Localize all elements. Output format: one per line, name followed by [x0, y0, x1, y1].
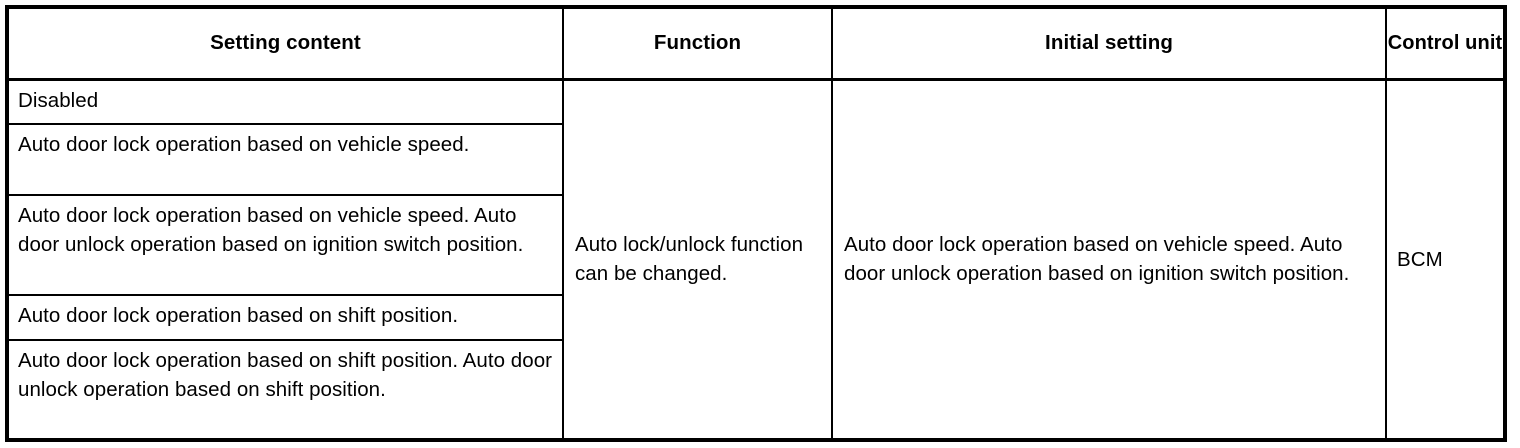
setting-content-cell: Auto door lock operation based on vehicl…: [6, 123, 564, 196]
table-header: Setting content Function Initial setting…: [6, 6, 1506, 81]
table-row: Auto door lock operation based on shift …: [6, 338, 1505, 442]
setting-content-text: Auto door lock operation based on vehicl…: [18, 133, 470, 157]
table-row: Disabled Auto lock/unlock function can b…: [6, 77, 1506, 441]
setting-content-table: Setting content Function Initial setting…: [5, 5, 1507, 442]
initial-setting-cell: Auto door lock operation based on vehicl…: [831, 78, 1387, 441]
setting-content-text: Auto door lock operation based on shift …: [18, 348, 553, 401]
column-header-initial-setting: Initial setting: [831, 6, 1387, 81]
function-cell: Auto lock/unlock function can be changed…: [562, 78, 833, 441]
setting-content-cell: Auto door lock operation based on shift …: [6, 338, 564, 442]
table-row: Auto door lock operation based on vehicl…: [6, 193, 1505, 296]
initial-setting-text: Auto door lock operation based on vehicl…: [844, 233, 1350, 286]
column-header-function: Function: [562, 6, 833, 81]
control-unit-cell: BCM: [1385, 78, 1506, 441]
header-row: Setting content Function Initial setting…: [6, 6, 1506, 81]
setting-content-text: Auto door lock operation based on vehicl…: [18, 203, 524, 256]
table-body: Disabled Auto lock/unlock function can b…: [6, 77, 1506, 442]
table-row: Auto door lock operation based on vehicl…: [6, 123, 1505, 196]
setting-content-text: Disabled: [18, 88, 99, 112]
control-unit-text: BCM: [1397, 247, 1443, 271]
setting-content-cell: Disabled: [6, 77, 564, 126]
column-header-control-unit: Control unit: [1385, 6, 1506, 81]
table-row: Auto door lock operation based on shift …: [6, 293, 1505, 341]
setting-content-cell: Auto door lock operation based on vehicl…: [6, 193, 564, 296]
setting-content-text: Auto door lock operation based on shift …: [18, 303, 459, 327]
function-text: Auto lock/unlock function can be changed…: [575, 233, 804, 286]
column-header-setting-content: Setting content: [6, 6, 564, 81]
setting-content-cell: Auto door lock operation based on shift …: [6, 293, 564, 341]
